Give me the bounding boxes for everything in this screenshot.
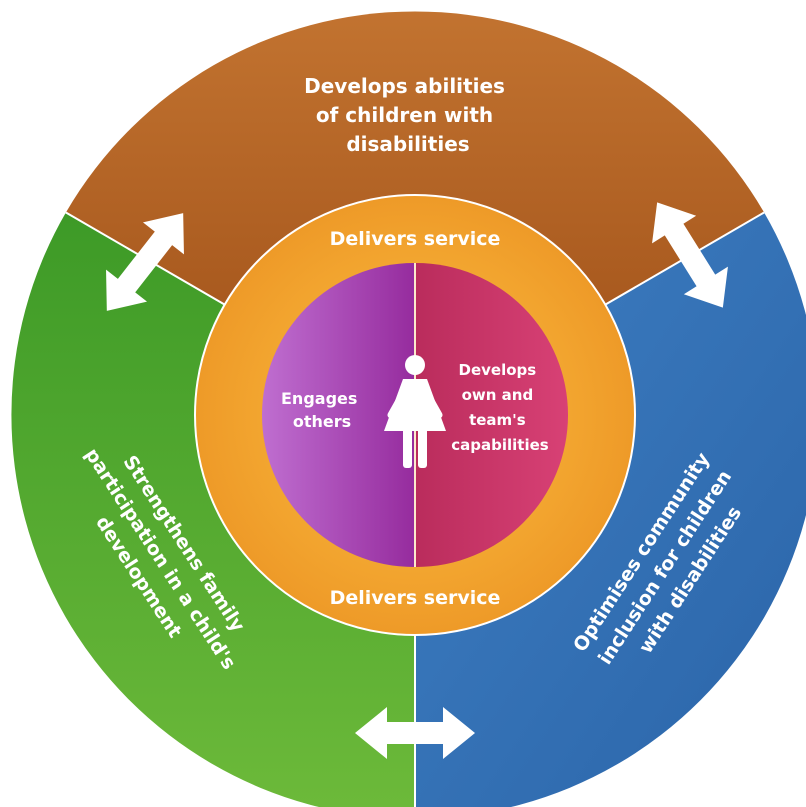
svg-text:Engages others: Engages others: [281, 389, 363, 431]
ring-label-top: Delivers service: [330, 228, 501, 250]
arrow-bottom: [355, 707, 475, 759]
core-right-half: [416, 263, 568, 567]
core-left-label-line1: Engages: [281, 389, 357, 408]
svg-text:Develops own and team': Develops own and team's capabilities: [451, 361, 549, 454]
arrow-top-right: [652, 202, 728, 308]
top-segment-label-line3: disabilities: [346, 132, 469, 156]
core-right-label-line3: team's: [469, 411, 526, 429]
top-segment-label-line2: of children with: [316, 103, 493, 127]
person-icon: [384, 355, 446, 468]
ring-label-bottom: Delivers service: [330, 587, 501, 609]
svg-text:Develops abilities of chil: Develops abilities of children with disa…: [304, 74, 512, 156]
core-right-label-line1: Develops: [459, 361, 537, 379]
core-left-label-line2: others: [293, 412, 351, 431]
core-right-label-line4: capabilities: [451, 436, 549, 454]
core-right-label-line2: own and: [462, 386, 534, 404]
core-left-half: [262, 263, 414, 567]
arrow-top-left: [106, 213, 184, 311]
top-segment-label-line1: Develops abilities: [304, 74, 505, 98]
